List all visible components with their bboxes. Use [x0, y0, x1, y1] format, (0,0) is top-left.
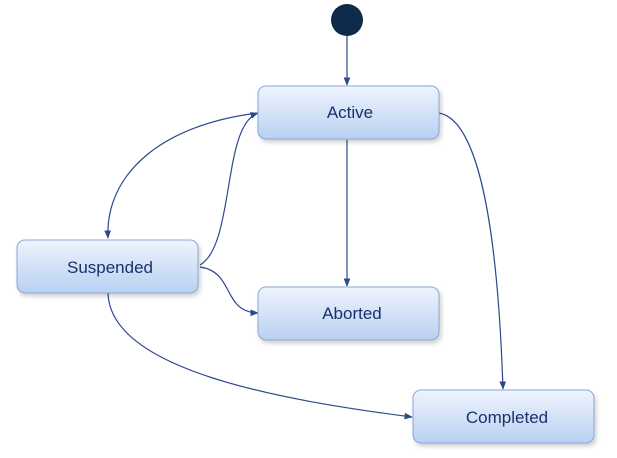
edge-suspended-to-aborted — [199, 266, 259, 317]
initial-state-node — [331, 4, 363, 36]
state-active-label: Active — [327, 103, 373, 122]
state-active — [257, 85, 440, 140]
edge-active-to-suspended — [104, 112, 259, 239]
state-suspended-label: Suspended — [67, 258, 153, 277]
state-aborted-label: Aborted — [322, 304, 382, 323]
edge-suspended-to-completed — [107, 292, 413, 420]
state-completed — [412, 389, 595, 444]
edge-active-to-completed — [438, 112, 507, 390]
state-completed-label: Completed — [466, 408, 548, 427]
state-suspended — [16, 239, 199, 294]
state-aborted — [257, 286, 440, 341]
edge-suspended-to-active — [199, 112, 259, 266]
